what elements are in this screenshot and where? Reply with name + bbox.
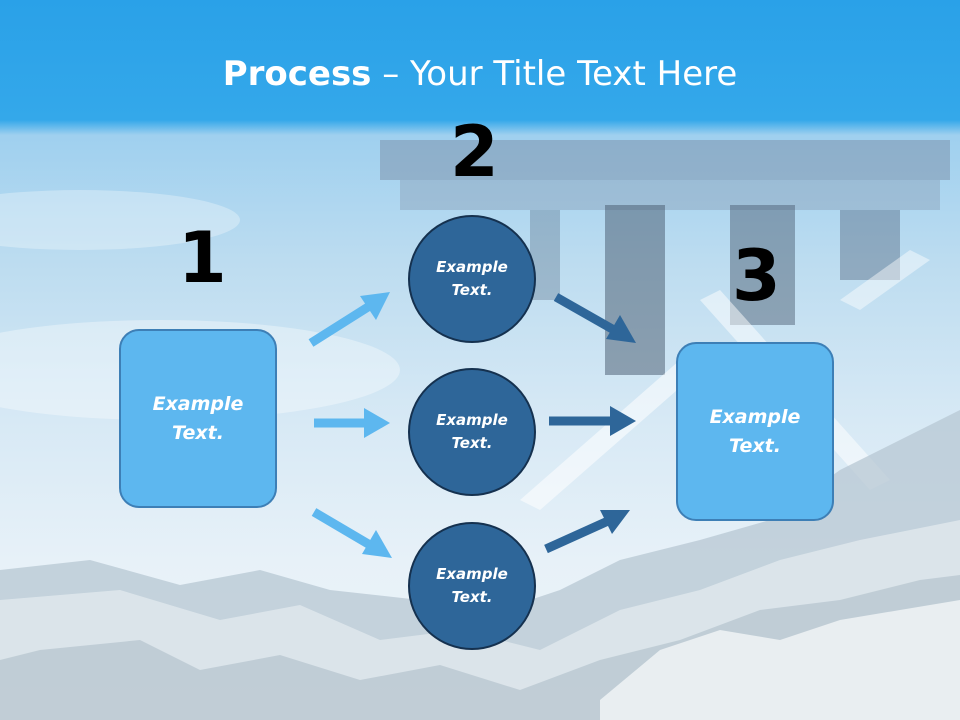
step-number-2: 2 xyxy=(450,111,499,193)
light-arrow-up xyxy=(308,292,390,347)
end-box: Example Text. xyxy=(676,342,834,521)
title-bold: Process xyxy=(222,54,372,94)
start-box: Example Text. xyxy=(119,329,277,508)
middle-circle-2-text: Example Text. xyxy=(436,411,508,452)
middle-circle-2: Example Text. xyxy=(408,368,536,496)
dark-arrow-down xyxy=(553,293,636,343)
light-arrow-middle xyxy=(314,408,390,438)
middle-circle-1-text: Example Text. xyxy=(436,258,508,299)
middle-circle-3-text: Example Text. xyxy=(436,565,508,606)
end-box-text: Example Text. xyxy=(709,405,801,457)
start-box-text: Example Text. xyxy=(152,392,244,444)
step-number-3: 3 xyxy=(732,235,781,317)
middle-circle-3: Example Text. xyxy=(408,522,536,650)
dark-arrow-up xyxy=(544,510,630,554)
slide-title: Process – Your Title Text Here xyxy=(0,52,960,96)
light-arrow-down xyxy=(311,508,392,558)
step-number-1: 1 xyxy=(178,217,227,299)
dark-arrow-middle xyxy=(549,406,636,436)
middle-circle-1: Example Text. xyxy=(408,215,536,343)
title-rest: – Your Title Text Here xyxy=(371,54,738,94)
